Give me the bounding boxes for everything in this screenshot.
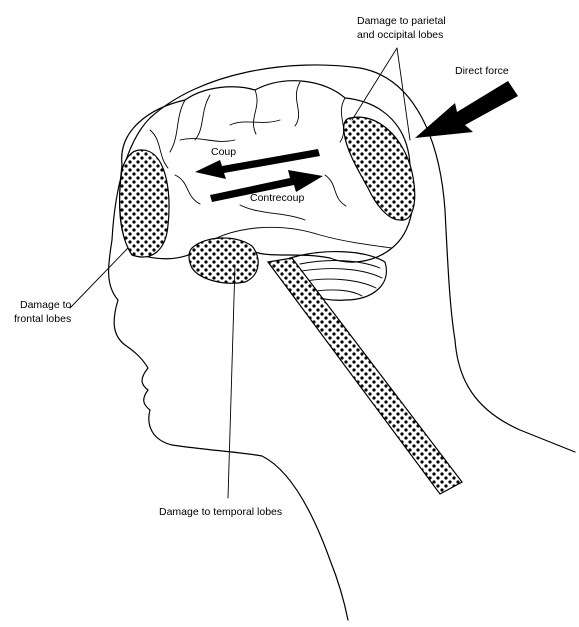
brainstem-spinal-cord: [266, 257, 463, 495]
coup-label: Coup: [211, 146, 236, 158]
parietal-leader-lines: [351, 47, 411, 141]
brain-outline: [119, 80, 415, 263]
direct-force-label: Direct force: [455, 65, 509, 77]
parietal-label-line1: Damage to parietal: [357, 15, 446, 27]
contrecoup-label: Contrecoup: [250, 192, 304, 204]
frontal-leader-line: [69, 247, 129, 309]
contrecoup-arrow: [210, 170, 323, 202]
frontal-label-line2: frontal lobes: [14, 313, 71, 325]
temporal-label: Damage to temporal lobes: [159, 506, 282, 518]
temporal-damage-region: [188, 237, 259, 284]
parietal-occipital-damage-region: [343, 116, 416, 221]
frontal-label-line1: Damage to: [20, 299, 72, 311]
parietal-label-line2: and occipital lobes: [357, 29, 443, 41]
frontal-damage-region: [119, 149, 170, 258]
head-outline: [107, 64, 576, 621]
temporal-lobe-curve: [199, 226, 393, 249]
temporal-leader-line: [227, 264, 236, 499]
direct-force-arrow: [415, 81, 518, 138]
coup-arrow: [195, 149, 320, 179]
cerebellum-lines: [295, 260, 383, 297]
